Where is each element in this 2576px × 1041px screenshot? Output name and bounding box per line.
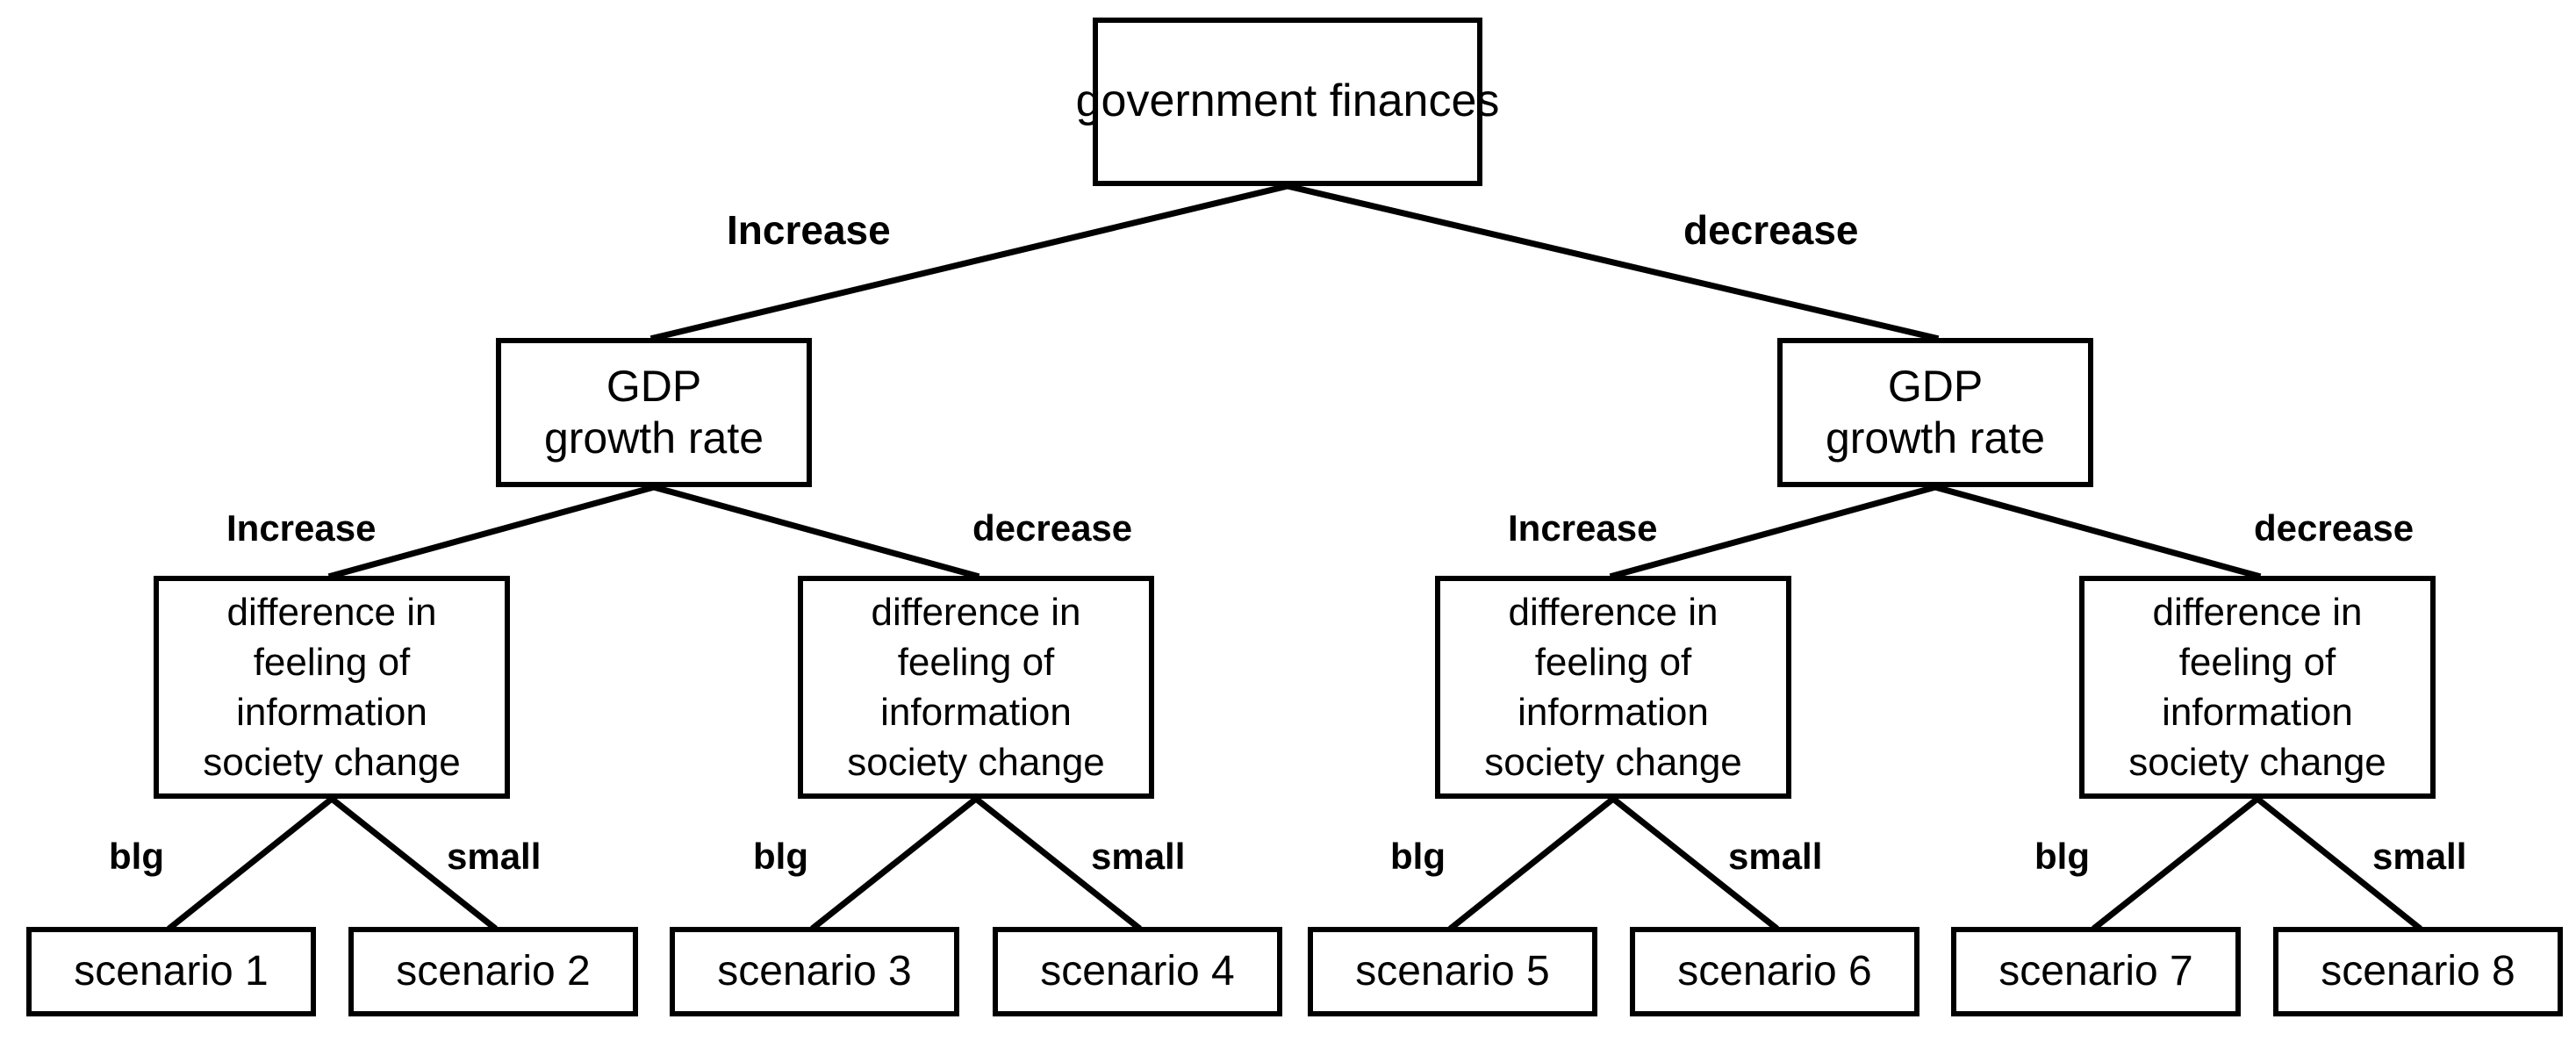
node-difference-feeling-2[interactable]: difference in feeling of information soc… [798,576,1154,799]
edge-label-diff-1-small: small [447,836,542,877]
node-line: scenario 1 [74,947,269,994]
node-line: information [236,691,427,734]
edge-label-gdp-right-decrease: decrease [2254,507,2415,549]
node-scenario-5[interactable]: scenario 5 [1308,927,1597,1016]
edge-gdp-right-to-diff-4 [1931,483,2262,580]
node-line: scenario 3 [717,947,912,994]
node-line: information [880,691,1072,734]
node-scenario-7[interactable]: scenario 7 [1951,927,2241,1016]
edge-diff-1-to-scenario-1 [167,794,336,931]
edge-diff-2-to-scenario-3 [810,794,980,931]
edge-label-diff-1-big: blg [109,836,164,877]
edge-diff-4-to-scenario-7 [2092,794,2262,931]
node-difference-feeling-4[interactable]: difference in feeling of information soc… [2079,576,2436,799]
edge-label-diff-2-big: blg [753,836,808,877]
edge-label-diff-3-small: small [1728,836,1823,877]
node-gdp-growth-rate-right[interactable]: GDP growth rate [1777,338,2093,487]
node-line: feeling of [2178,640,2336,684]
node-line: scenario 6 [1677,947,1872,994]
node-line: society change [2128,741,2386,785]
node-scenario-3[interactable]: scenario 3 [670,927,959,1016]
node-difference-feeling-3[interactable]: difference in feeling of information soc… [1435,576,1791,799]
node-line: feeling of [253,640,411,684]
edge-label-gdp-left-decrease: decrease [972,507,1133,549]
node-line: scenario 7 [1998,947,2193,994]
node-line: GDP [606,362,702,411]
node-line: feeling of [897,640,1055,684]
node-government-finances[interactable]: government finances [1076,18,1499,186]
node-line: scenario 4 [1040,947,1235,994]
edge-gdp-left-to-diff-1 [327,483,658,580]
edge-gdp-right-to-diff-3 [1609,483,1940,580]
node-line: society change [203,741,461,785]
node-difference-feeling-1[interactable]: difference in feeling of information soc… [154,576,510,799]
node-line: difference in [226,590,437,634]
edge-label-diff-3-big: blg [1390,836,1446,877]
edge-label-root-decrease: decrease [1683,207,1859,253]
node-line: society change [1484,741,1742,785]
edge-label-gdp-right-increase: Increase [1508,507,1658,549]
node-line: growth rate [543,413,764,463]
node-gdp-growth-rate-left[interactable]: GDP growth rate [496,338,812,487]
node-line: GDP [1887,362,1984,411]
node-line: scenario 8 [2321,947,2515,994]
edge-label-gdp-left-increase: Increase [226,507,377,549]
node-scenario-8[interactable]: scenario 8 [2273,927,2563,1016]
node-line: difference in [2152,590,2363,634]
node-line: information [1518,691,1709,734]
edge-label-diff-4-big: blg [2034,836,2090,877]
node-line: difference in [1508,590,1719,634]
node-scenario-6[interactable]: scenario 6 [1630,927,1919,1016]
edge-label-diff-2-small: small [1091,836,1186,877]
edge-label-root-increase: Increase [727,207,891,253]
node-line: feeling of [1534,640,1692,684]
node-line: growth rate [1825,413,2046,463]
node-scenario-1[interactable]: scenario 1 [26,927,316,1016]
node-line: government finances [1075,75,1500,127]
node-line: scenario 2 [396,947,591,994]
node-line: information [2162,691,2353,734]
node-line: scenario 5 [1355,947,1550,994]
node-scenario-4[interactable]: scenario 4 [993,927,1282,1016]
node-line: society change [847,741,1105,785]
node-scenario-2[interactable]: scenario 2 [348,927,638,1016]
edge-label-diff-4-small: small [2372,836,2467,877]
edge-diff-3-to-scenario-5 [1448,794,1618,931]
edge-gdp-left-to-diff-2 [649,483,980,580]
node-line: difference in [871,590,1081,634]
